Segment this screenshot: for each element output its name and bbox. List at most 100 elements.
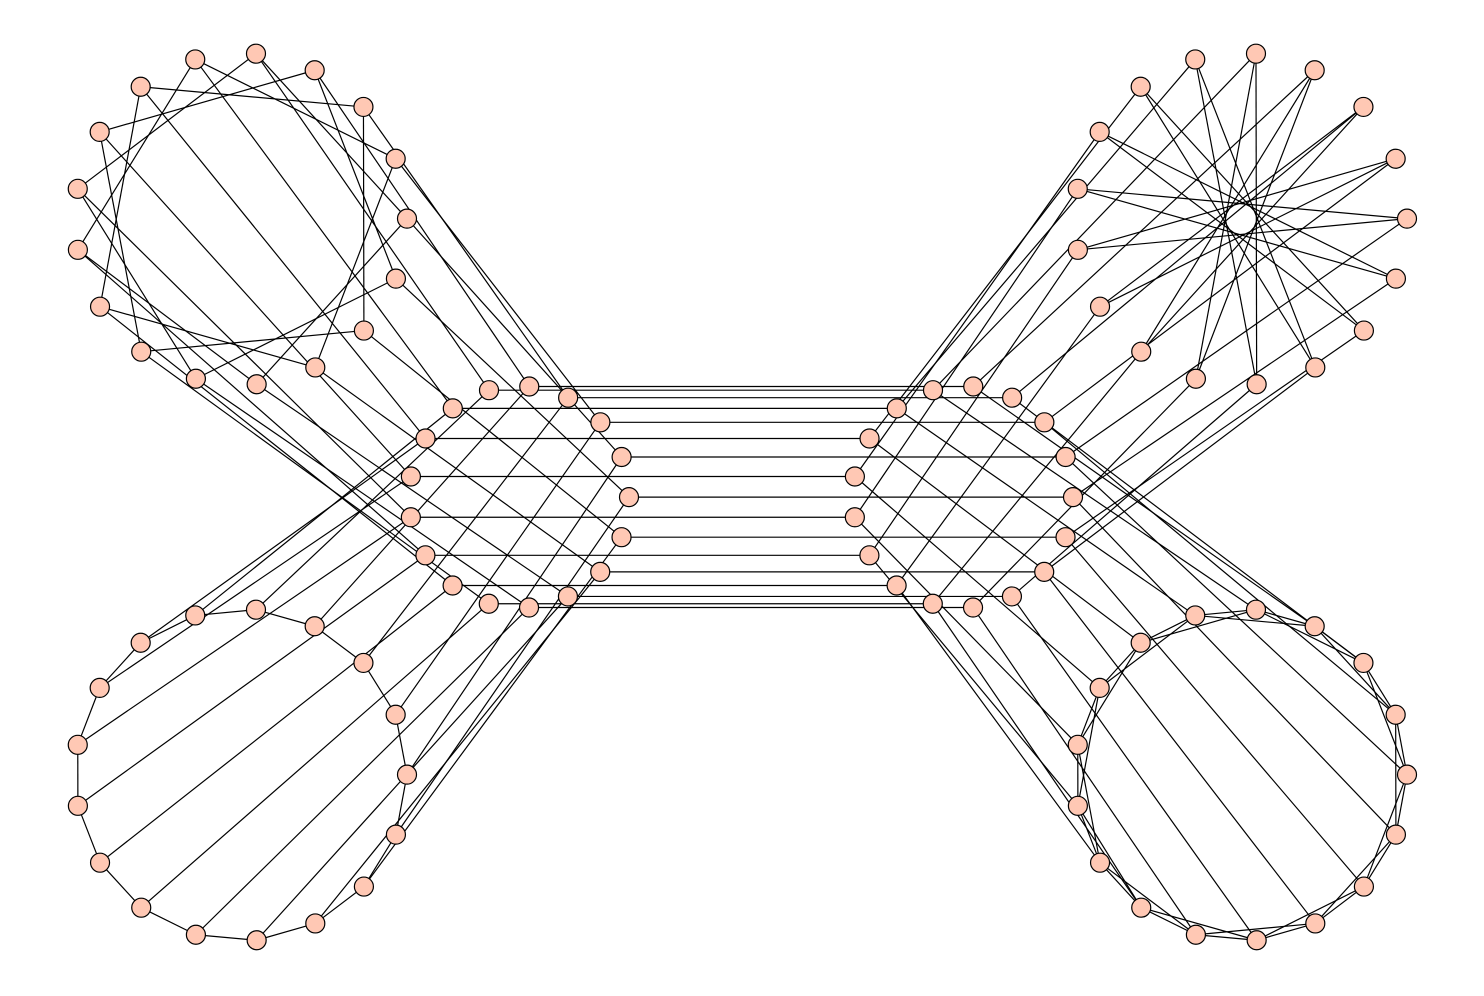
center-left-node (400, 466, 421, 487)
top-right-node (1353, 96, 1374, 118)
bottom-right-edge (1077, 687, 1101, 746)
top-left-edge (141, 329, 364, 353)
bottom-left-edge (140, 907, 197, 936)
bottom-left-to-center-left-edge (255, 389, 490, 611)
bottom-right-to-center-right-edge (854, 516, 1079, 746)
top-left-edge (255, 53, 408, 220)
bottom-right-node (1131, 897, 1152, 918)
top-right-edge (1255, 53, 1258, 385)
bottom-right-edge (1077, 805, 1142, 908)
bottom-left-to-center-left-edge (99, 585, 453, 864)
top-right-edge (1099, 131, 1365, 332)
center-right-node (1034, 561, 1055, 582)
top-left-to-center-left-edge (255, 53, 490, 391)
top-right-to-center-right-edge (854, 188, 1079, 518)
top-right-to-center-right-edge (869, 86, 1142, 439)
top-left-edge (99, 86, 142, 307)
bottom-left-edge (195, 934, 257, 941)
bottom-right-to-center-right-edge (1065, 536, 1365, 887)
bottom-right-edge (1099, 642, 1142, 689)
center-right-node (1055, 446, 1076, 468)
bottom-right-edge (1077, 687, 1101, 806)
bottom-right-edge (1256, 886, 1365, 941)
top-left-node (89, 121, 110, 143)
top-right-to-center-right-edge (1043, 366, 1316, 573)
bottom-right-node (1185, 605, 1206, 626)
top-right-node (1396, 208, 1418, 229)
top-left-edge (140, 86, 364, 108)
bottom-left-edge (256, 922, 316, 941)
bottom-left-node (385, 824, 407, 845)
center-left-node (478, 593, 499, 614)
center-left-node (611, 527, 632, 548)
bottom-right-to-center-right-edge (854, 476, 1101, 689)
center-right-node (859, 545, 880, 566)
bottom-right-to-center-right-edge (868, 554, 1079, 807)
bottom-left-edge (140, 614, 196, 644)
top-left-to-center-left-edge (395, 158, 601, 423)
top-left-node (130, 76, 151, 97)
top-left-to-center-left-edge (314, 366, 601, 573)
center-left-node (442, 575, 463, 596)
bottom-right-node (1396, 764, 1418, 785)
center-left-node (518, 597, 540, 618)
bottom-right-node (1089, 852, 1111, 873)
top-left-node (305, 357, 326, 378)
bottom-right-to-center-right-edge (1043, 421, 1397, 716)
top-right-to-center-right-edge (1065, 218, 1408, 458)
bottom-left-edge (314, 625, 364, 664)
bottom-right-to-center-right-edge (1072, 496, 1397, 836)
top-right-edge (1077, 218, 1408, 251)
center-right-node (963, 376, 984, 397)
top-left-edge (77, 249, 258, 385)
bottom-right-node (1304, 616, 1325, 637)
bottom-left-node (67, 795, 88, 816)
top-left-to-center-left-edge (363, 330, 622, 538)
bottom-right-edge (1099, 862, 1197, 936)
top-left-edge (99, 131, 142, 352)
top-left-node (353, 320, 375, 341)
center-right-node (886, 575, 907, 596)
top-left-node (89, 296, 111, 317)
top-right-node (1353, 320, 1375, 341)
bottom-left-to-center-left-edge (314, 386, 530, 627)
top-right-node (1130, 76, 1151, 97)
bottom-right-node (1385, 824, 1407, 845)
top-right-edge (1195, 70, 1316, 379)
bottom-left-node (67, 734, 88, 755)
bottom-right-edge (1099, 614, 1196, 689)
top-right-edge (1140, 69, 1316, 352)
bottom-right-node (1353, 876, 1375, 897)
top-right-node (1245, 43, 1267, 64)
bottom-left-to-center-left-edge (406, 456, 623, 775)
bottom-left-node (185, 605, 206, 626)
bottom-right-edge (1362, 662, 1397, 716)
top-left-edge (314, 158, 397, 368)
bottom-right-to-center-right-edge (869, 437, 1142, 644)
edges (77, 53, 1408, 941)
bottom-right-edge (1363, 834, 1397, 887)
bottom-right-to-center-right-edge (896, 407, 1196, 616)
bottom-right-edge (1141, 907, 1257, 941)
top-left-edge (99, 69, 315, 133)
center-left-node (519, 376, 540, 397)
top-right-node (1385, 148, 1406, 169)
bottom-left-node (185, 924, 206, 945)
bottom-right-edge (1195, 609, 1257, 617)
top-left-to-center-left-edge (77, 249, 426, 556)
bottom-right-edge (1363, 774, 1408, 887)
top-right-node (1385, 268, 1407, 289)
top-left-to-center-left-edge (77, 188, 412, 518)
top-left-node (385, 268, 407, 289)
top-right-to-center-right-edge (854, 131, 1101, 477)
bottom-left-node (304, 616, 325, 637)
bottom-right-node (1089, 677, 1110, 699)
bottom-right-node (1245, 599, 1267, 620)
top-right-node (1304, 60, 1325, 81)
bottom-left-node (385, 704, 406, 725)
center-right-node (844, 507, 865, 528)
bottom-left-to-center-left-edge (140, 603, 490, 909)
top-right-to-center-right-edge (972, 69, 1316, 387)
center-right-node (886, 398, 907, 419)
top-left-edge (77, 59, 196, 251)
